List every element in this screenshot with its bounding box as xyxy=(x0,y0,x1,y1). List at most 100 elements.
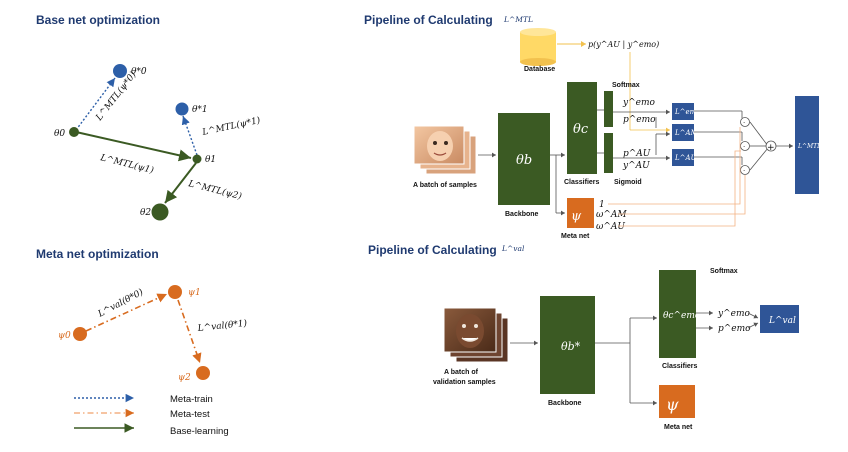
weight-one-link xyxy=(608,127,741,205)
val-p-emo-label: p^emo xyxy=(718,324,751,334)
pipeline-mtl-title: Pipeline of Calculating xyxy=(364,13,493,27)
loss-au-box xyxy=(672,149,694,166)
base-learning-edge-1 xyxy=(75,131,192,162)
pipeline-val-title-math: L^val xyxy=(501,244,525,253)
pipeline-mtl: Database p(y^AU | y^emo) A batch of samp… xyxy=(413,28,821,240)
val-backbone-label: Backbone xyxy=(548,400,582,407)
theta2-node xyxy=(151,203,169,221)
theta0-label: θ0 xyxy=(54,129,65,139)
multiply-node-au xyxy=(740,165,750,175)
loss-mtl-label: L^MTL xyxy=(797,143,821,150)
base-net-graph: θ*0 θ*1 θ0 θ1 θ2 L^MTL(ψ*0) L^MTL(ψ*1) L… xyxy=(54,64,262,221)
loss-emo-box xyxy=(672,103,694,120)
psi2-label: ψ2 xyxy=(178,373,191,383)
edge-label-lmtl-star1: L^MTL(ψ*1) xyxy=(200,115,261,138)
batch-label: A batch of samples xyxy=(413,182,477,189)
multiply-node-emo-symbol: · xyxy=(743,119,745,127)
val-p-to-loss-arrow xyxy=(747,322,759,329)
val-classifiers-label: Classifiers xyxy=(662,363,698,370)
meta-net-graph: ψ0 ψ1 ψ2 L^val(θ*0) L^val(θ*1) xyxy=(58,285,248,383)
meta-test-edge-0 xyxy=(85,293,168,332)
edge-label-lval-0: L^val(θ*0) xyxy=(95,286,145,320)
theta-c-label: θc xyxy=(573,122,589,137)
softmax-label: Softmax xyxy=(612,82,640,89)
psi2-node xyxy=(196,366,210,380)
psi1-label: ψ1 xyxy=(188,288,201,298)
loss-emo-label: L^emo xyxy=(674,108,701,116)
edge-label-lmtl-star0: L^MTL(ψ*0) xyxy=(93,69,139,123)
val-psi-label: ψ xyxy=(666,395,679,414)
backbone-label: Backbone xyxy=(505,211,539,218)
weight-am-link xyxy=(618,175,746,215)
pipeline-mtl-title-math: L^MTL xyxy=(503,15,533,24)
theta0-node xyxy=(69,127,79,137)
multiply-node-au-symbol: · xyxy=(743,167,745,175)
metanet-label: Meta net xyxy=(561,233,590,240)
psi0-label: ψ0 xyxy=(58,331,71,341)
theta-b-label: θb xyxy=(516,153,532,168)
weight-au-label: ω^AU xyxy=(596,222,625,232)
p-emo-label: p^emo xyxy=(623,115,656,125)
val-loss-box xyxy=(760,305,799,333)
legend: Meta-train Meta-test Base-learning xyxy=(74,393,229,437)
psi1-node xyxy=(168,285,182,299)
base-opt-title: Base net optimization xyxy=(36,13,160,27)
edge-label-lmtl-1: L^MTL(ψ1) xyxy=(98,152,155,176)
val-loss-label: L^val xyxy=(768,316,796,326)
legend-base-learning-label: Base-learning xyxy=(170,426,229,437)
edge-label-lmtl-2: L^MTL(ψ2) xyxy=(186,178,243,202)
val-theta-c-label: θc^emo* xyxy=(663,311,705,321)
edge-label-lval-1: L^val(θ*1) xyxy=(196,318,248,334)
input-image-stack xyxy=(413,125,477,175)
softmax-bar xyxy=(604,91,613,127)
theta1-node xyxy=(192,154,202,164)
legend-meta-train-label: Meta-train xyxy=(170,394,213,405)
theta2-label: θ2 xyxy=(140,208,151,218)
val-batch-label-line1: A batch of xyxy=(444,369,479,376)
meta-train-edge-0 xyxy=(75,77,116,131)
val-image-stack xyxy=(443,307,509,363)
psi0-node xyxy=(73,327,87,341)
base-learning-edge-2 xyxy=(164,162,197,204)
meta-train-edge-1 xyxy=(181,115,198,156)
theta-star1-label: θ*1 xyxy=(192,105,208,115)
meta-test-edge-1 xyxy=(177,299,202,364)
theta1-label: θ1 xyxy=(205,155,216,165)
theta-star1-node xyxy=(175,102,189,116)
y-au-label: y^AU xyxy=(622,161,650,171)
psi-label: ψ xyxy=(571,209,582,224)
metanet-block xyxy=(567,198,594,228)
sigmoid-bar xyxy=(604,133,613,173)
weight-am-label: ω^AM xyxy=(596,210,627,220)
val-batch-label-line2: validation samples xyxy=(433,379,496,386)
au-to-sum-line xyxy=(749,147,769,171)
classifier-block xyxy=(567,82,597,174)
val-softmax-label: Softmax xyxy=(710,268,738,275)
loss-am-label: L^AM xyxy=(674,129,699,137)
val-classifier-block xyxy=(659,270,696,358)
val-theta-b-label: θb* xyxy=(561,340,581,353)
y-emo-label: y^emo xyxy=(622,98,655,108)
loss-am-box xyxy=(672,124,694,141)
sum-node-symbol: + xyxy=(767,143,775,153)
multiply-node-emo xyxy=(740,117,750,127)
multiply-node-am-symbol: · xyxy=(743,143,745,151)
database-icon xyxy=(520,28,556,66)
val-metanet-block xyxy=(659,385,695,418)
val-backbone-block xyxy=(540,296,595,394)
theta-star0-label: θ*0 xyxy=(131,67,147,77)
loss-au-label: L^AU xyxy=(674,154,698,162)
p-au-label: p^AU xyxy=(623,149,651,159)
pipeline-val: A batch of validation samples θb* Backbo… xyxy=(433,268,799,431)
theta-star0-node xyxy=(113,64,127,78)
classifiers-label: Classifiers xyxy=(564,179,600,186)
multiply-node-am xyxy=(740,141,750,151)
weight-one-label: 1 xyxy=(599,200,605,210)
val-metanet-label: Meta net xyxy=(664,424,693,431)
database-label: Database xyxy=(524,66,555,73)
sigmoid-label: Sigmoid xyxy=(614,179,642,186)
prob-expression: p(y^AU | y^emo) xyxy=(588,40,659,49)
backbone-block xyxy=(498,113,550,205)
